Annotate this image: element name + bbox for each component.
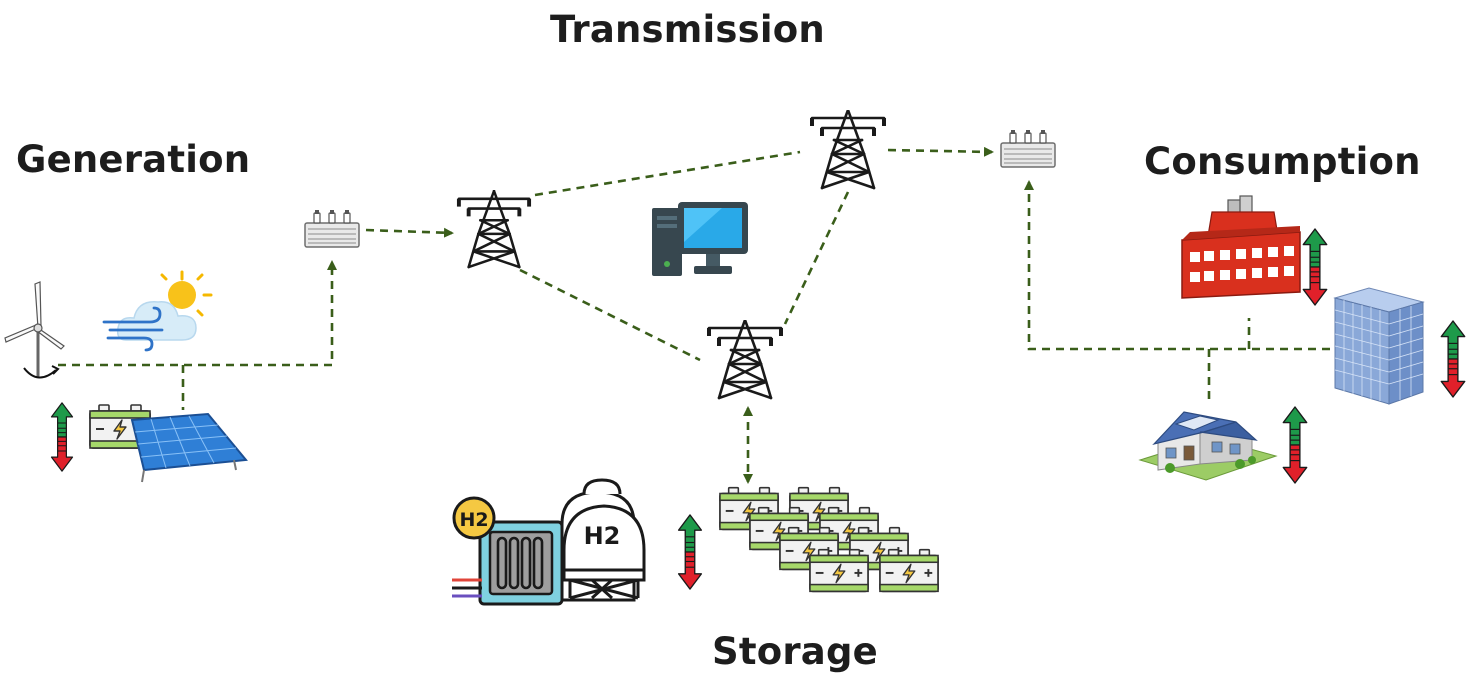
house-with-solar-icon [1138, 411, 1278, 481]
house-updown-arrow-icon [1282, 406, 1308, 484]
transformer-to-pylon-line [365, 227, 454, 238]
connection-lines [58, 146, 1330, 484]
factory-updown-arrow-icon [1302, 228, 1328, 306]
consumption-heading: Consumption [1144, 140, 1421, 183]
pylon-south-icon [705, 320, 785, 400]
wind-turbine-icon [4, 281, 65, 379]
consumption-bus-line [1024, 180, 1330, 351]
computer-icon [652, 202, 748, 276]
pylon-to-substation-line [887, 146, 994, 157]
hydrogen-plant-icon: H2 H2 [452, 478, 646, 606]
weather-wind-sun-icon [102, 270, 213, 352]
generation-bus-line [58, 260, 337, 367]
transmission-heading: Transmission [550, 8, 825, 51]
factory-icon [1181, 195, 1301, 299]
pylon-b-to-c-line [783, 191, 850, 325]
battery-bank-cell [878, 548, 940, 593]
pylon-west-icon [455, 190, 533, 269]
pylon-north-icon [808, 110, 888, 190]
office-building-icon [1333, 287, 1425, 405]
solar-panel-icon [130, 412, 248, 483]
storage-heading: Storage [712, 630, 878, 673]
h2-tank-label: H2 [584, 522, 621, 550]
generation-heading: Generation [16, 138, 251, 181]
battery-bank-icon [718, 486, 940, 593]
generation-transformer-icon [304, 209, 360, 248]
office-updown-arrow-icon [1440, 320, 1466, 398]
h2-badge-label: H2 [459, 509, 488, 531]
pylon-a-to-c-line [519, 268, 701, 362]
storage-updown-arrow-icon [677, 514, 703, 590]
generation-updown-arrow-icon [50, 402, 74, 472]
consumption-transformer-icon [1000, 129, 1056, 168]
pylon-a-to-b-line [534, 150, 801, 197]
battery-bank-cell [808, 548, 870, 593]
